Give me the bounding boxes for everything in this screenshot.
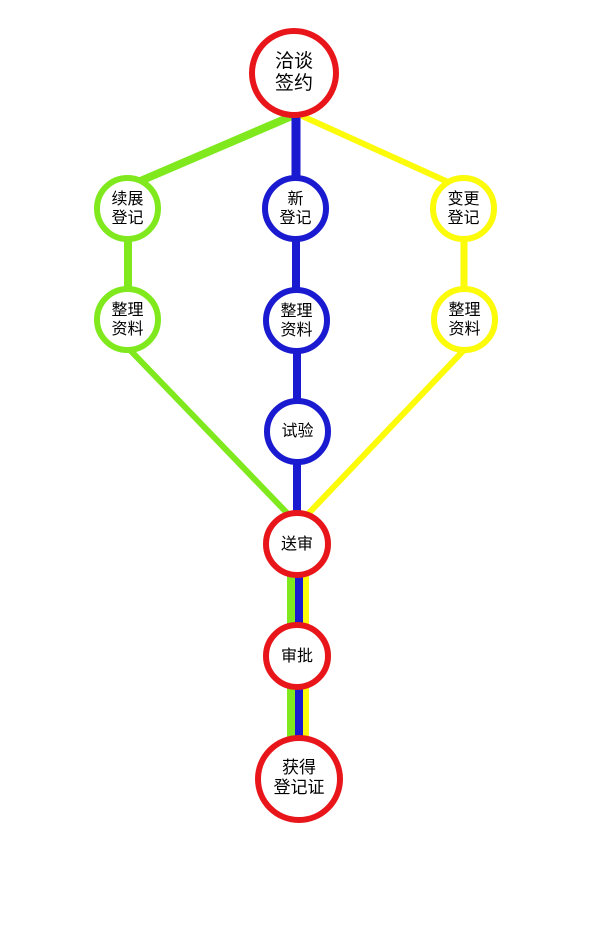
- node-submit: 送审: [263, 510, 331, 578]
- node-change-docs-line2: 资料: [448, 318, 481, 338]
- trunk-green-2: [287, 687, 295, 739]
- node-renewal-register-line1: 续展: [111, 189, 144, 209]
- node-submit-line1: 送审: [280, 533, 313, 553]
- trunk-blue-1: [295, 575, 303, 627]
- node-renewal-register-line2: 登记: [111, 207, 144, 227]
- connector-start-renewal: [136, 112, 294, 186]
- node-certificate: 获得 登记证: [255, 735, 343, 823]
- trunk-yellow-1: [303, 575, 309, 627]
- node-test: 试验: [264, 398, 331, 465]
- node-new-docs-line2: 资料: [280, 319, 313, 339]
- connector-renewal-docs-submit: [127, 347, 291, 517]
- node-approve-line1: 审批: [280, 645, 313, 665]
- node-test-line1: 试验: [281, 421, 314, 441]
- node-new-register: 新 登记: [262, 175, 329, 242]
- node-change-docs: 整理 资料: [431, 286, 498, 353]
- trunk-blue-2: [295, 687, 303, 739]
- node-negotiate-sign-line2: 签约: [274, 72, 313, 94]
- node-renewal-docs: 整理 资料: [94, 286, 161, 353]
- node-new-docs-line1: 整理: [280, 301, 313, 321]
- node-certificate-line1: 获得: [282, 758, 316, 779]
- node-new-register-line1: 新: [287, 189, 304, 209]
- node-change-docs-line1: 整理: [448, 300, 481, 320]
- node-change-register-line1: 变更: [447, 189, 480, 209]
- node-renewal-docs-line2: 资料: [111, 318, 144, 338]
- trunk-yellow-2: [303, 687, 309, 739]
- node-renewal-docs-line1: 整理: [111, 300, 144, 320]
- connector-change-docs-submit: [305, 347, 467, 517]
- node-certificate-line2: 登记证: [273, 778, 325, 798]
- connector-start-change: [300, 113, 450, 185]
- node-negotiate-sign: 洽谈 签约: [249, 28, 339, 118]
- trunk-green-1: [287, 575, 295, 627]
- node-change-register-line2: 登记: [447, 207, 480, 227]
- node-new-docs: 整理 资料: [263, 287, 330, 354]
- node-change-register: 变更 登记: [430, 175, 497, 242]
- node-approve: 审批: [263, 622, 331, 690]
- node-negotiate-sign-line1: 洽谈: [274, 50, 313, 73]
- node-new-register-line2: 登记: [279, 207, 312, 227]
- node-renewal-register: 续展 登记: [94, 175, 161, 242]
